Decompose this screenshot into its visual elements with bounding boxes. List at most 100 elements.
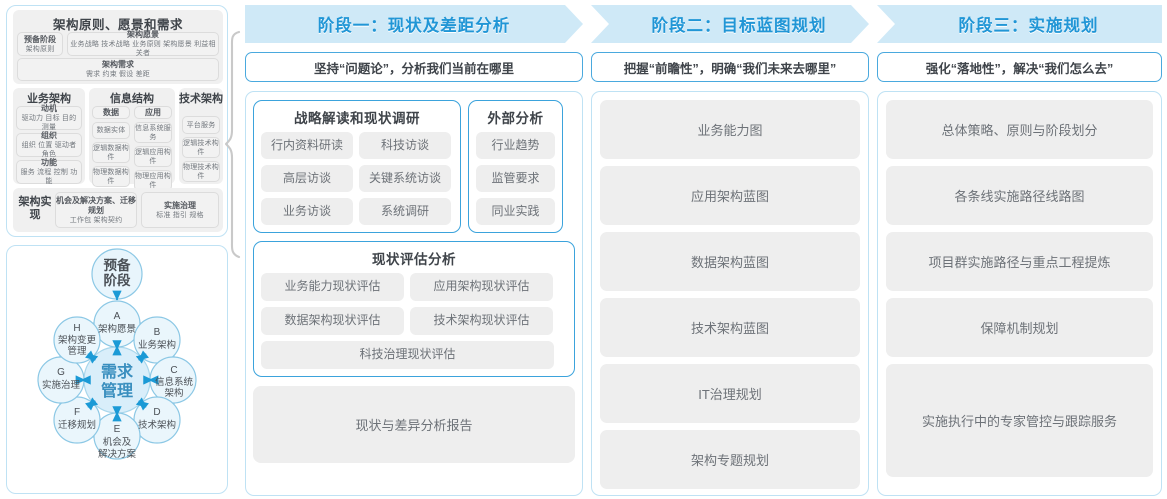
card-item[interactable]: IT治理规划 <box>600 364 860 423</box>
chip-item[interactable]: 同业实践 <box>476 198 555 225</box>
chip-item[interactable]: 监管要求 <box>476 165 555 192</box>
phase-1: 阶段一：现状及差距分析 坚持“问题论”，分析我们当前在哪里 战略解读和现状调研 … <box>245 5 583 496</box>
phase-1-header[interactable]: 阶段一：现状及差距分析 <box>245 5 583 43</box>
column-title: 技术架构 <box>179 93 223 105</box>
cell-title: 预备阶段 <box>24 34 56 44</box>
matrix-cell-platform-service: 平台服务 <box>182 116 220 134</box>
adm-key-a: A <box>114 311 121 322</box>
svg-text:管理: 管理 <box>67 345 87 357</box>
cell-sub: 物理应用构件 <box>135 172 171 189</box>
card-item[interactable]: 技术架构蓝图 <box>600 298 860 357</box>
card-item[interactable]: 总体策略、原则与阶段划分 <box>886 100 1153 159</box>
cell-sub: 业务战略 技术战略 业务原则 架构愿景 利益相关者 <box>70 41 216 57</box>
cell-title: 架构愿景 <box>127 30 159 39</box>
card-item[interactable]: 项目群实施路径与重点工程提炼 <box>886 232 1153 291</box>
external-analysis-panel: 外部分析 行业趋势 监管要求 同业实践 <box>468 100 563 233</box>
svg-text:解决方案: 解决方案 <box>98 448 137 460</box>
cell-title: 实施治理 <box>164 200 196 210</box>
card-item[interactable]: 保障机制规划 <box>886 298 1153 357</box>
matrix-cell-is-service: 信息系统服务 <box>134 122 172 143</box>
adm-label-b: 业务架构 <box>138 339 176 351</box>
adm-label-center: 需求 <box>101 362 134 381</box>
strategy-survey-panel: 战略解读和现状调研 行内资料研读 科技访谈 高层访谈 关键系统访谈 业务访谈 系… <box>253 100 461 233</box>
matrix-heading: 架构原则、愿景和需求 <box>52 18 183 32</box>
cell-title: 应用 <box>145 107 161 117</box>
current-state-assessment-panel: 现状评估分析 业务能力现状评估 应用架构现状评估 数据架构现状评估 技术架构现状… <box>253 241 575 377</box>
assessment-items: 业务能力现状评估 应用架构现状评估 数据架构现状评估 技术架构现状评估 科技治理… <box>261 273 567 369</box>
adm-label-h: 架构变更 <box>58 334 97 346</box>
chip-item[interactable]: 科技治理现状评估 <box>261 341 554 369</box>
matrix-cell-opportunities-migration: 机会及解决方案、迁移规划 工作包 架构契约 <box>55 192 137 228</box>
cell-sub: 标准 指引 规格 <box>156 211 204 219</box>
gap-analysis-report-card[interactable]: 现状与差异分析报告 <box>253 386 575 463</box>
matrix-cell-physical-data: 物理数据构件 <box>92 166 130 187</box>
chip-item[interactable]: 高层访谈 <box>261 165 353 192</box>
svg-text:架构: 架构 <box>164 387 183 399</box>
phase-3-header[interactable]: 阶段三：实施规划 <box>877 5 1162 43</box>
cell-sub: 驱动力 目标 目的 测量 <box>21 115 77 131</box>
card-item[interactable]: 业务能力图 <box>600 100 860 159</box>
matrix-cell-vision: 架构愿景 业务战略 技术战略 业务原则 架构愿景 利益相关者 <box>67 30 219 57</box>
chip-item[interactable]: 技术架构现状评估 <box>410 307 553 335</box>
phase-2-tagline: 把握“前瞻性”，明确“我们未来去哪里” <box>591 52 869 82</box>
phase-1-header-label: 阶段一：现状及差距分析 <box>317 17 511 35</box>
phase-2-items: 业务能力图 应用架构蓝图 数据架构蓝图 技术架构蓝图 IT治理规划 架构专题规划 <box>600 100 860 489</box>
card-item[interactable]: 应用架构蓝图 <box>600 166 860 225</box>
chip-item[interactable]: 关键系统访谈 <box>359 165 451 192</box>
brace-connector <box>225 30 241 259</box>
adm-label-f: 迁移规划 <box>58 419 96 431</box>
chip-item[interactable]: 行业趋势 <box>476 132 555 159</box>
cell-title: 机会及解决方案、迁移规划 <box>56 195 136 215</box>
phase-2: 阶段二：目标蓝图规划 把握“前瞻性”，明确“我们未来去哪里” 业务能力图 应用架… <box>591 5 869 496</box>
external-analysis-title: 外部分析 <box>487 111 544 126</box>
matrix-column-business: 业务架构 动机 驱动力 目标 目的 测量 组织 组织 位置 驱动者 角色 功能 <box>13 88 85 185</box>
adm-label-c: 信息系统 <box>155 376 194 388</box>
matrix-column-technology: 技术架构 平台服务 逻辑技术构件 物理技术构件 <box>179 88 223 184</box>
togaf-content-framework: 架构原则、愿景和需求 预备阶段 架构原则 架构愿景 业务战略 技术战略 业务原则… <box>6 5 228 237</box>
card-item[interactable]: 实施执行中的专家管控与跟踪服务 <box>886 364 1153 477</box>
adm-label-g: 实施治理 <box>42 379 81 391</box>
cell-title: 数据 <box>103 107 119 117</box>
matrix-columns: 业务架构 动机 驱动力 目标 目的 测量 组织 组织 位置 驱动者 角色 功能 <box>13 88 223 191</box>
phase-3-items: 总体策略、原则与阶段划分 各条线实施路径线路图 项目群实施路径与重点工程提炼 保… <box>886 100 1153 477</box>
matrix-cell-logical-data: 逻辑数据构件 <box>92 142 130 163</box>
column-title: 信息结构 <box>110 93 154 105</box>
chip-item[interactable]: 业务能力现状评估 <box>261 273 404 301</box>
strategy-survey-title: 战略解读和现状调研 <box>294 111 420 126</box>
cell-sub: 逻辑应用构件 <box>135 148 171 165</box>
cell-sub: 物理数据构件 <box>93 168 129 185</box>
cell-sub: 数据实体 <box>96 127 126 134</box>
chip-item[interactable]: 系统调研 <box>359 198 451 225</box>
chip-item[interactable]: 行内资料研读 <box>261 132 353 159</box>
phase-2-header[interactable]: 阶段二：目标蓝图规划 <box>591 5 869 43</box>
external-analysis-items: 行业趋势 监管要求 同业实践 <box>476 132 555 225</box>
adm-key-b: B <box>154 327 161 338</box>
chip-item[interactable]: 科技访谈 <box>359 132 451 159</box>
card-item[interactable]: 各条线实施路径线路图 <box>886 166 1153 225</box>
cell-title: 组织 <box>41 131 57 140</box>
adm-label-e: 机会及 <box>103 436 132 448</box>
matrix-column-information: 信息结构 数据 数据实体 逻辑数据构件 物理数据构件 <box>89 88 175 191</box>
subcolumn-header-application: 应用 <box>134 106 172 119</box>
adm-key-f: F <box>74 407 80 418</box>
matrix-cell-logical-app: 逻辑应用构件 <box>134 146 172 167</box>
adm-key-c: C <box>170 365 177 376</box>
matrix-cell-motivation: 动机 驱动力 目标 目的 测量 <box>16 104 82 131</box>
subcolumn-header-data: 数据 <box>92 106 130 119</box>
chevron-shape <box>245 5 583 43</box>
chip-item[interactable]: 数据架构现状评估 <box>261 307 404 335</box>
chip-item[interactable]: 业务访谈 <box>261 198 353 225</box>
matrix-header-group: 架构原则、愿景和需求 预备阶段 架构原则 架构愿景 业务战略 技术战略 业务原则… <box>13 10 223 84</box>
phase-2-header-label: 阶段二：目标蓝图规划 <box>651 17 827 35</box>
adm-cycle-panel: 预备 阶段 需求 管理 A 架构愿景 B 业务架构 C 信息系统 架构 D 技术… <box>6 245 228 494</box>
cell-sub: 逻辑技术构件 <box>183 139 219 156</box>
chevron-shape <box>877 5 1162 43</box>
card-item[interactable]: 数据架构蓝图 <box>600 232 860 291</box>
matrix-footer-group: 架构实现 机会及解决方案、迁移规划 工作包 架构契约 实施治理 标准 指引 规格 <box>13 188 223 232</box>
adm-key-g: G <box>57 367 65 378</box>
chip-item[interactable]: 应用架构现状评估 <box>410 273 553 301</box>
left-column: 架构原则、愿景和需求 预备阶段 架构原则 架构愿景 业务战略 技术战略 业务原则… <box>6 5 228 494</box>
card-item[interactable]: 架构专题规划 <box>600 430 860 489</box>
strategy-survey-items: 行内资料研读 科技访谈 高层访谈 关键系统访谈 业务访谈 系统调研 <box>261 132 453 225</box>
